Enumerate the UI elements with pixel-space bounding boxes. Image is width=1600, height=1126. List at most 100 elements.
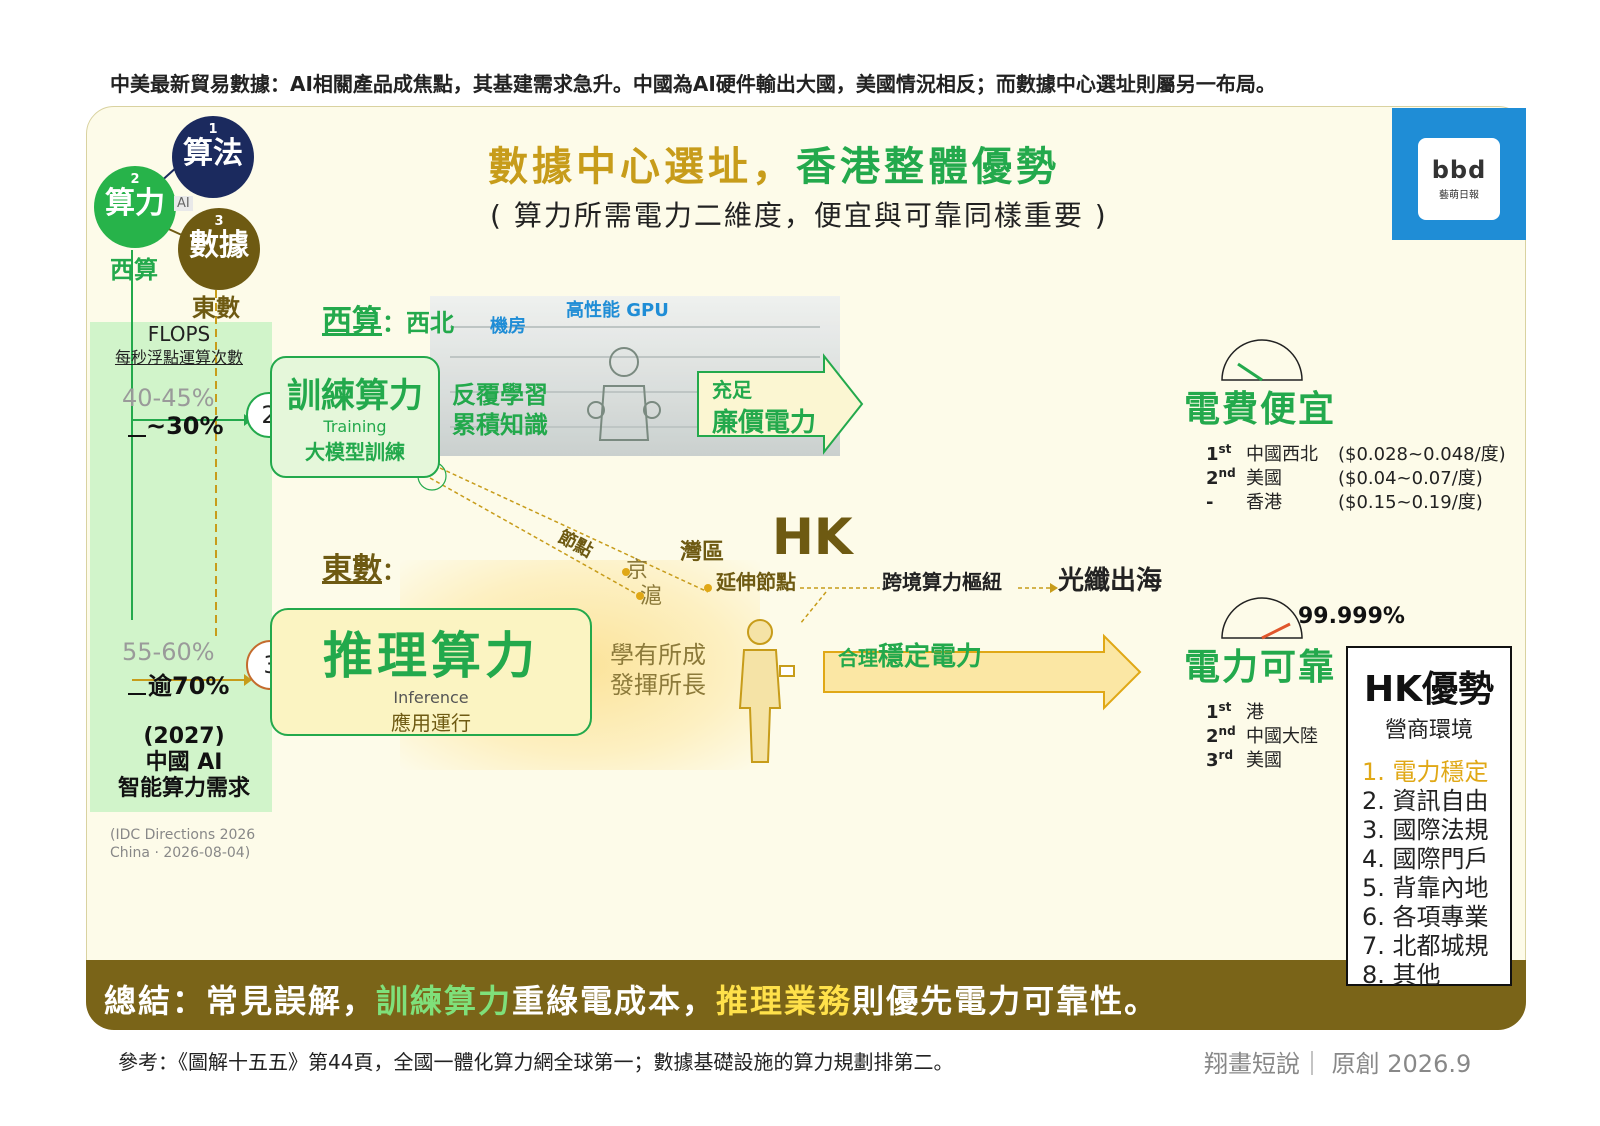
stable-arrow-text: 合理穩定電力 [838, 636, 982, 673]
training-compute-box: 訓練算力 Training 大模型訓練 [270, 356, 440, 478]
algorithm-circle: 1 算法 [172, 116, 254, 198]
reliable-power-title: 電力可靠 [1184, 647, 1337, 688]
data-label: 數據 [189, 228, 249, 263]
cheap-price: ($0.04~0.07/度) [1338, 468, 1483, 489]
west-compute-label: 西算 [110, 256, 158, 284]
algorithm-number: 1 [208, 122, 218, 137]
ai-tag: AI [174, 196, 193, 211]
learn-line1: 反覆學習 [452, 381, 548, 409]
training-share-new: ~30% [146, 412, 224, 440]
hk-label: HK [772, 508, 853, 566]
inference-compute-box: 推理算力 Inference 應用運行 [270, 608, 592, 736]
advantage-item: 7. 北都城規 [1362, 932, 1489, 960]
publisher-logo: bbd 藝萌日報 [1418, 138, 1500, 220]
cheap-rank-row: 2nd 美國 ($0.04~0.07/度) [1206, 464, 1483, 490]
advantage-item: 6. 各項專業 [1362, 903, 1489, 931]
machine-room-label: 機房 [490, 316, 526, 337]
reliable-place: 美國 [1246, 750, 1282, 771]
ai-demand-label: (2027) 中國 AI 智能算力需求 [96, 724, 272, 802]
learn-line2: 累積知識 [452, 411, 548, 439]
stable-prefix: 合理 [838, 646, 878, 670]
node-hu: 滬 [640, 584, 663, 609]
main-panel [86, 106, 1526, 1006]
reliable-gauge-needle [1261, 622, 1291, 640]
east-head-main: 東數 [322, 552, 382, 587]
credit-label: 翔畫短說｜ 原創 2026.9 [1204, 1050, 1472, 1078]
cheap-arrow-line1: 充足 [712, 378, 752, 402]
summary-prefix: 總結：常見誤解， [104, 982, 377, 1020]
source-note: (IDC Directions 2026 China · 2026-08-04) [110, 826, 255, 862]
fiber-arrowhead [1050, 583, 1058, 593]
cheap-power-title: 電費便宜 [1184, 389, 1337, 430]
demand-line1: 中國 AI [145, 750, 223, 775]
reliable-rank-row: 3rd 美國 [1206, 746, 1282, 772]
summary-mid: 重綠電成本， [512, 982, 717, 1020]
west-section-heading: 西算：西北 [322, 296, 454, 340]
scientist-figure [587, 347, 661, 441]
training-zh: 大模型訓練 [305, 440, 405, 464]
photo-line [450, 326, 820, 328]
source-line2: China · 2026-08-04) [110, 845, 251, 861]
reliable-place: 中國大陸 [1246, 726, 1318, 747]
cheap-place: 美國 [1246, 468, 1282, 489]
advantage-item: 4. 國際門戶 [1362, 845, 1489, 873]
cheap-gauge-shape [1221, 339, 1303, 381]
east-section-heading: 東數： [322, 544, 406, 588]
node-extension: 延伸節點 [716, 570, 796, 594]
flops-title: FLOPS [147, 322, 211, 346]
source-line1: (IDC Directions 2026 [110, 827, 256, 843]
inference-title: 推理算力 [323, 627, 539, 685]
to-inference-arrowhead [244, 674, 252, 686]
flops-subtitle: 每秒浮點運算次數 [114, 348, 243, 367]
node-dashed-line [429, 477, 641, 597]
summary-green: 訓練算力 [376, 982, 513, 1020]
hk-advantage-list: 1. 電力穩定 2. 資訊自由 3. 國際法規 4. 國際門戶 5. 背靠內地 … [1362, 758, 1510, 990]
stable-main: 穩定電力 [878, 642, 983, 672]
photo-line [450, 426, 820, 428]
learned-line2: 發揮所長 [610, 671, 706, 699]
hk-advantage-subtitle: 營商環境 [1384, 718, 1473, 743]
subtitle: ( 算力所需電力二維度，便宜與可靠同樣重要 ) [490, 199, 1108, 232]
cheap-place: 中國西北 [1246, 444, 1318, 465]
hk-down-line [799, 591, 827, 625]
inference-share-new: 逾70% [148, 672, 230, 700]
summary-yellow: 推理業務 [716, 982, 853, 1020]
node-jing: 京 [626, 558, 649, 583]
hk-advantage-box: HK優勢 營商環境 1. 電力穩定 2. 資訊自由 3. 國際法規 4. 國際門… [1346, 646, 1512, 989]
inference-en: Inference [393, 688, 469, 707]
businessman-figure [738, 619, 795, 763]
hk-advantage-title: HK優勢 [1363, 669, 1495, 710]
cheap-price: ($0.028~0.048/度) [1338, 444, 1506, 465]
cheap-rank: 2nd [1206, 466, 1236, 489]
learned-text: 學有所成 發揮所長 [610, 640, 706, 700]
cheap-rank: - [1206, 492, 1214, 513]
inference-zh: 應用運行 [391, 711, 471, 735]
reliable-rank: 3rd [1206, 748, 1234, 771]
stable-power-arrow-shape [823, 633, 1142, 711]
training-en: Training [323, 417, 387, 436]
learned-line1: 學有所成 [610, 641, 706, 669]
demand-year: (2027) [143, 724, 225, 749]
node-bay-area: 灣區 [680, 540, 725, 565]
reliable-rank-row: 2nd 中國大陸 [1206, 722, 1318, 748]
data-circle: 3 數據 [178, 208, 260, 290]
training-share-old: 40-45% [122, 384, 215, 412]
logo-mark: bbd [1431, 156, 1487, 184]
algorithm-label: 算法 [183, 136, 243, 171]
cheap-arrow-line2: 廉價電力 [712, 408, 817, 438]
cross-border-hub: 跨境算力樞紐 [882, 570, 1002, 594]
advantage-item: 2. 資訊自由 [1362, 787, 1489, 815]
compute-demand-column [90, 322, 272, 812]
cheap-power-arrow-shape [697, 353, 864, 455]
compute-circle: 2 算力 [94, 166, 176, 248]
cheap-price: ($0.15~0.19/度) [1338, 492, 1483, 513]
logo-text: 藝萌日報 [1439, 190, 1479, 201]
title-part1: 數據中心選址， [488, 144, 796, 190]
summary-text: 總結：常見誤解，訓練算力重綠電成本，推理業務則優先電力可靠性。 [104, 976, 1158, 1022]
compute-number: 2 [130, 172, 140, 187]
reliable-rank: 2nd [1206, 724, 1236, 747]
fiber-outbound: 光纖出海 [1058, 566, 1163, 596]
cheap-gauge-needle [1237, 362, 1263, 382]
